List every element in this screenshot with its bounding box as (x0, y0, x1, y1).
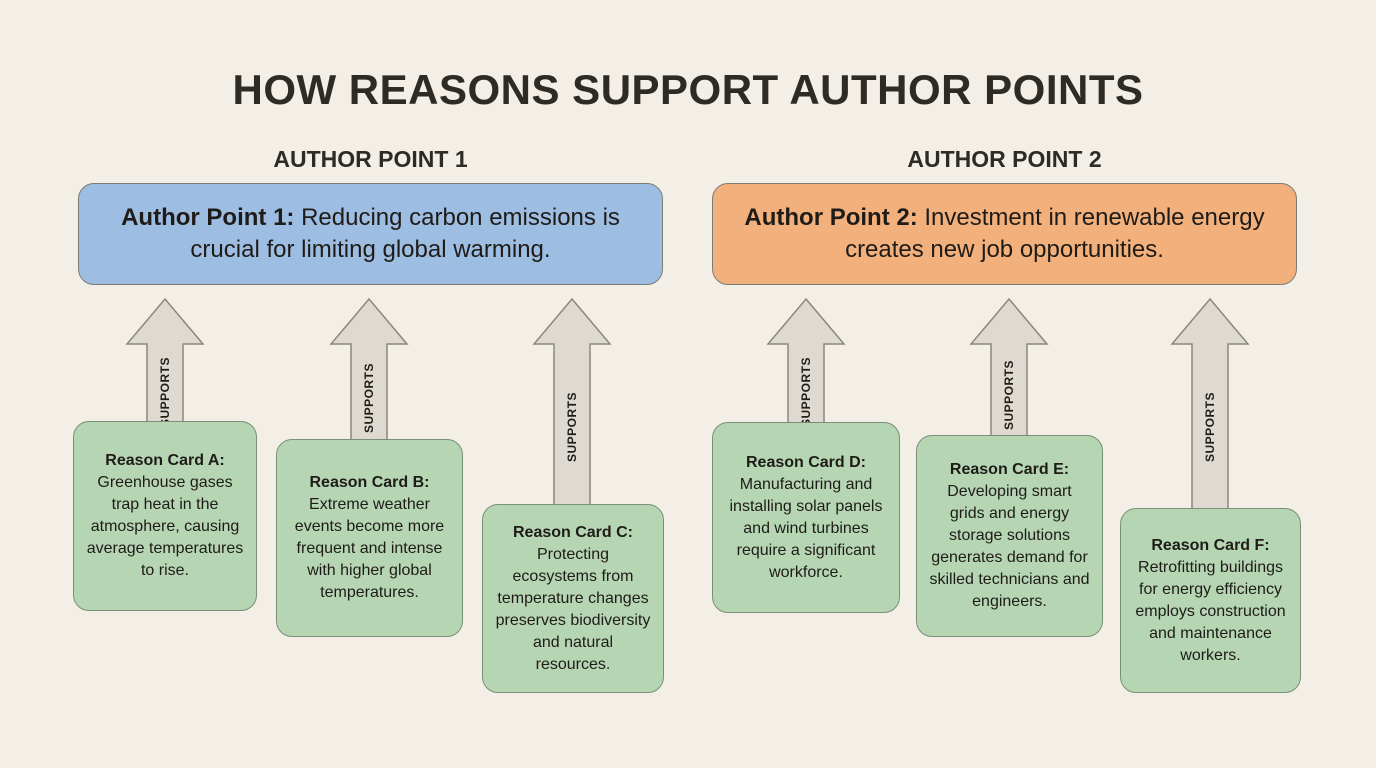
arrow-label: SUPPORTS (361, 362, 376, 434)
reason-card-text: Extreme weather events become more frequ… (294, 496, 445, 601)
supports-arrow-d: SUPPORTS (766, 297, 846, 428)
supports-arrow-a: SUPPORTS (125, 297, 205, 427)
section-heading-author-point-2: AUTHOR POINT 2 (907, 146, 1102, 172)
diagram-title: HOW REASONS SUPPORT AUTHOR POINTS (232, 66, 1144, 113)
reason-card-text: Protecting ecosystems from temperature c… (495, 545, 651, 673)
reason-card-text: Developing smart grids and energy storag… (929, 483, 1090, 610)
reason-card-a: Reason Card A: Greenhouse gases trap hea… (73, 421, 257, 611)
reason-card-b: Reason Card B: Extreme weather events be… (276, 439, 463, 637)
reason-card-title: Reason Card A: (105, 452, 225, 469)
reason-card-text: Manufacturing and installing solar panel… (729, 475, 883, 581)
reason-card-title: Reason Card D: (745, 453, 867, 471)
author-point-1-label: Author Point 1: (121, 204, 295, 231)
reason-card-f: Reason Card F: Retrofitting buildings fo… (1120, 508, 1301, 693)
arrow-label: SUPPORTS (1202, 391, 1217, 463)
author-point-2-text: Investment in renewable energy creates n… (845, 204, 1265, 263)
reason-card-text: Retrofitting buildings for energy effici… (1135, 558, 1286, 664)
arrow-label: SUPPORTS (564, 391, 579, 463)
reason-card-title: Reason Card C: (512, 523, 634, 541)
supports-arrow-e: SUPPORTS (969, 297, 1049, 438)
reason-card-title: Reason Card B: (309, 474, 430, 491)
supports-arrow-b: SUPPORTS (329, 297, 409, 441)
arrow-label: SUPPORTS (157, 356, 172, 428)
arrow-label: SUPPORTS (798, 356, 813, 428)
reason-card-title: Reason Card F: (1151, 536, 1270, 554)
author-point-2-label: Author Point 2: (744, 204, 918, 231)
author-point-1-box: Author Point 1: Reducing carbon emission… (78, 183, 663, 285)
supports-arrow-c: SUPPORTS (532, 297, 612, 507)
reason-card-text: Greenhouse gases trap heat in the atmosp… (86, 474, 244, 579)
supports-arrow-f: SUPPORTS (1170, 297, 1250, 511)
author-point-1-text: Reducing carbon emissions is crucial for… (190, 204, 620, 263)
arrow-label: SUPPORTS (1001, 359, 1016, 431)
author-point-2-box: Author Point 2: Investment in renewable … (712, 183, 1297, 285)
section-heading-author-point-1: AUTHOR POINT 1 (273, 146, 468, 172)
reason-card-title: Reason Card E: (949, 461, 1070, 478)
reason-card-d: Reason Card D: Manufacturing and install… (712, 422, 900, 613)
reason-card-e: Reason Card E: Developing smart grids an… (916, 435, 1103, 637)
reason-card-c: Reason Card C: Protecting ecosystems fro… (482, 504, 664, 693)
